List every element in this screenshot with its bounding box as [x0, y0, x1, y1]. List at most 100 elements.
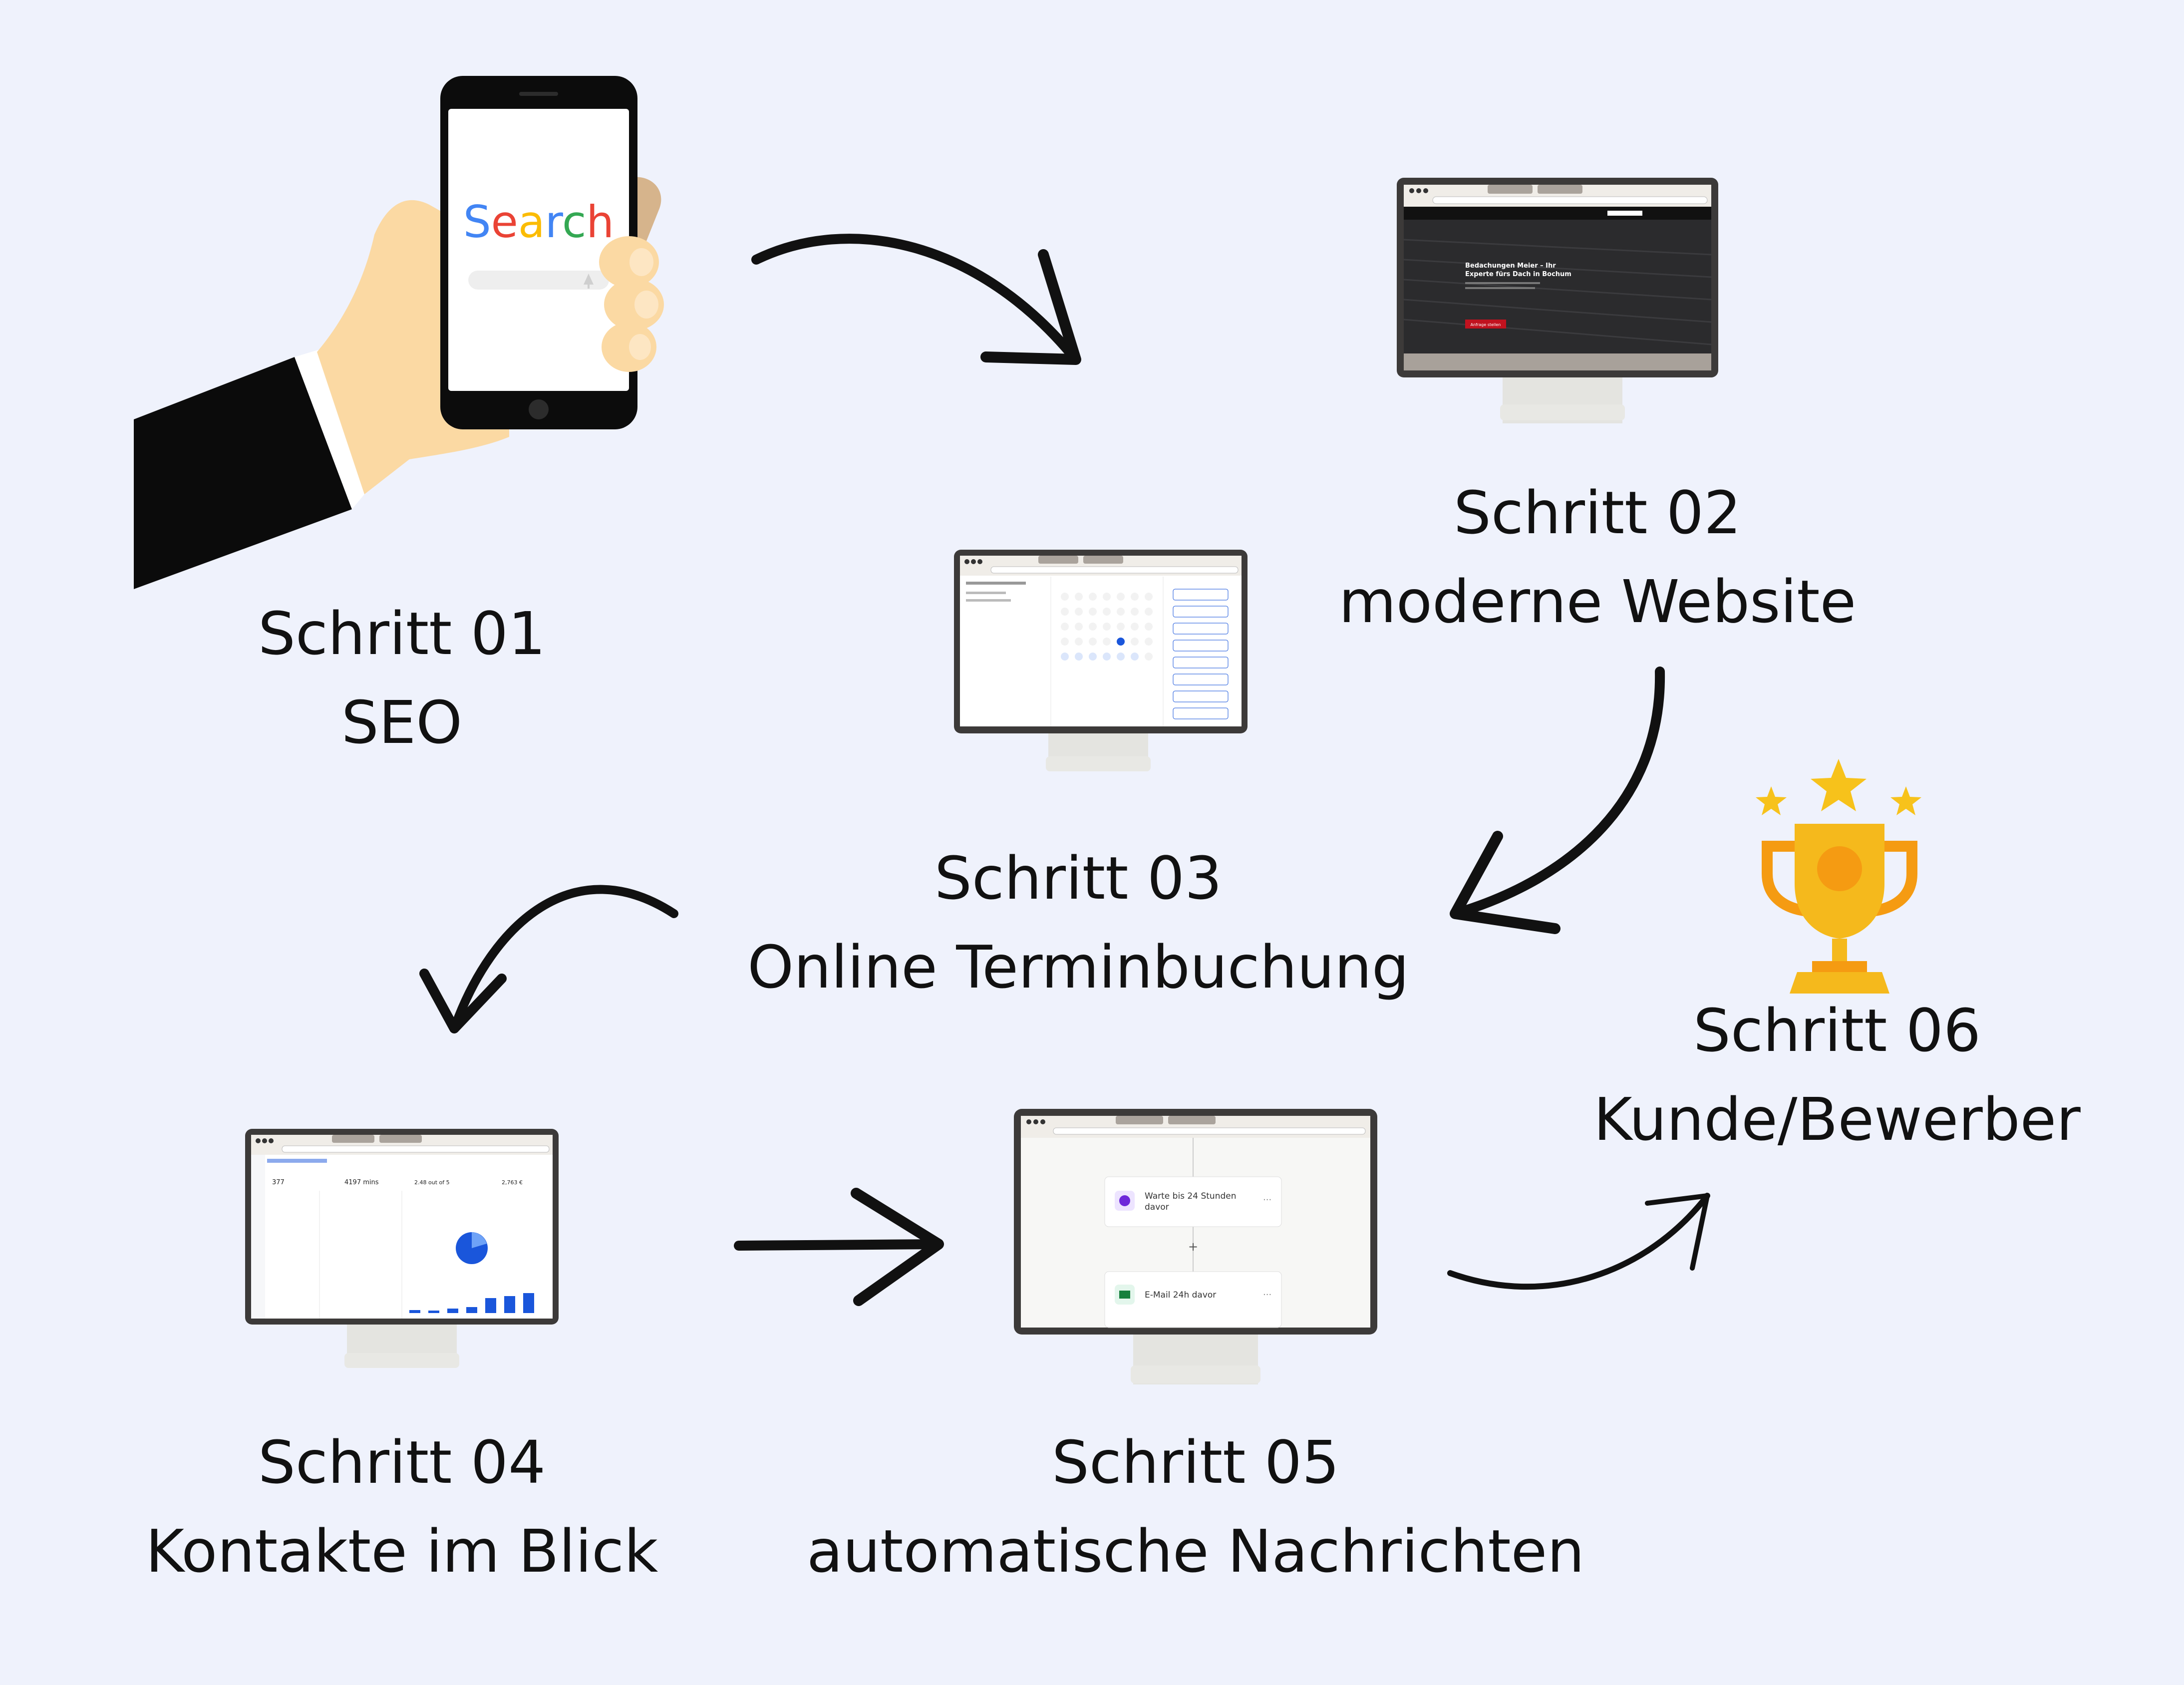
- calendar-day[interactable]: [1117, 593, 1125, 601]
- svg-text:E-Mail 24h davor: E-Mail 24h davor: [1145, 1290, 1216, 1300]
- calendar-day[interactable]: [1117, 638, 1125, 646]
- step-01-title: Schritt 01: [258, 599, 546, 668]
- calendar-day[interactable]: [1089, 608, 1097, 616]
- site-header: [1404, 207, 1711, 220]
- calendar-day[interactable]: [1103, 608, 1111, 616]
- step-04-subtitle: Kontakte im Blick: [145, 1517, 658, 1586]
- calendar-day[interactable]: [1089, 593, 1097, 601]
- svg-text:2.48 out of 5: 2.48 out of 5: [414, 1179, 450, 1186]
- dashboard-bar: [485, 1298, 496, 1313]
- trophy-base: [1790, 972, 1889, 994]
- step-06-subtitle: Kunde/Bewerber: [1593, 1085, 2081, 1154]
- calendar-day[interactable]: [1131, 653, 1139, 661]
- calendar-day[interactable]: [1089, 623, 1097, 631]
- calendar-day[interactable]: [1131, 608, 1139, 616]
- svg-text:Warte bis 24 Stunden: Warte bis 24 Stunden: [1145, 1191, 1237, 1201]
- svg-text:4197 mins: 4197 mins: [344, 1179, 379, 1186]
- svg-text:377: 377: [272, 1179, 285, 1186]
- hero-heading-2: Experte fürs Dach in Bochum: [1465, 271, 1571, 278]
- calendar-day[interactable]: [1089, 638, 1097, 646]
- calendar-day[interactable]: [1061, 623, 1069, 631]
- dashboard-bar: [409, 1310, 420, 1313]
- calendar-day[interactable]: [1061, 593, 1069, 601]
- arrow-head-05-to-06: [1645, 1193, 1710, 1271]
- calendar-day[interactable]: [1145, 638, 1153, 646]
- add-step-plus[interactable]: +: [1188, 1240, 1198, 1254]
- time-slot-button[interactable]: [1173, 640, 1229, 652]
- arrow-03-to-04: [450, 885, 678, 1033]
- cursor-icon: [584, 274, 594, 289]
- calendar-day[interactable]: [1117, 623, 1125, 631]
- calendar-day[interactable]: [1061, 638, 1069, 646]
- step-01-subtitle: SEO: [341, 688, 463, 757]
- step-06-label: Schritt 06 Kunde/Bewerber: [1562, 986, 2112, 1164]
- svg-text:Anfrage stellen: Anfrage stellen: [1471, 323, 1501, 327]
- search-bar[interactable]: [468, 271, 609, 290]
- hero-cta-button[interactable]: [1465, 320, 1506, 329]
- time-slot-button[interactable]: [1173, 690, 1229, 702]
- calendar-day[interactable]: [1145, 593, 1153, 601]
- calendar-day[interactable]: [1145, 653, 1153, 661]
- step-04-label: Schritt 04 Kontakte im Blick: [100, 1418, 704, 1596]
- step-02-title: Schritt 02: [1453, 478, 1742, 547]
- step-05-subtitle: automatische Nachrichten: [807, 1517, 1584, 1586]
- calendar-day[interactable]: [1075, 638, 1083, 646]
- hand-phone-illustration: Search: [134, 76, 664, 589]
- time-slot-button[interactable]: [1173, 674, 1229, 685]
- arrow-04-to-05: [734, 1239, 943, 1251]
- star-icon-right: [1890, 786, 1921, 815]
- calendar-day[interactable]: [1103, 638, 1111, 646]
- step-05-label: Schritt 05 automatische Nachrichten: [749, 1418, 1642, 1596]
- hero-heading-1: Bedachungen Meier – Ihr: [1465, 262, 1556, 270]
- step-03-label: Schritt 03 Online Terminbuchung: [669, 834, 1488, 1011]
- calendar-day[interactable]: [1075, 593, 1083, 601]
- dashboard-bar: [504, 1296, 515, 1313]
- browser-tab-2: [1538, 185, 1582, 194]
- calendar-day[interactable]: [1061, 608, 1069, 616]
- calendar-day[interactable]: [1103, 593, 1111, 601]
- time-slot-button[interactable]: [1173, 606, 1229, 618]
- time-slot-button[interactable]: [1173, 707, 1229, 719]
- phone-speaker: [519, 92, 558, 96]
- star-icon-center: [1811, 759, 1867, 811]
- time-slot-list[interactable]: [1173, 589, 1229, 719]
- website-monitor: Bedachungen Meier – Ihr Experte fürs Dac…: [1397, 178, 1718, 423]
- browser-tab-1: [1488, 185, 1533, 194]
- calendar-day[interactable]: [1117, 608, 1125, 616]
- workflow-monitor: Warte bis 24 Stunden davor ··· + E-Mail …: [1014, 1109, 1377, 1384]
- dashboard-bar: [447, 1309, 458, 1313]
- workflow-node-email[interactable]: [1104, 1271, 1282, 1328]
- calendar-day[interactable]: [1131, 638, 1139, 646]
- monitor-base: [1500, 404, 1625, 420]
- arrow-head-03-to-04: [419, 969, 507, 1033]
- calendar-day[interactable]: [1117, 653, 1125, 661]
- calendar-day[interactable]: [1089, 653, 1097, 661]
- calendar-day[interactable]: [1075, 608, 1083, 616]
- calendar-day[interactable]: [1131, 593, 1139, 601]
- arrow-02-to-03: [1450, 667, 1665, 919]
- time-slot-button[interactable]: [1173, 623, 1229, 635]
- calendar-day[interactable]: [1075, 653, 1083, 661]
- cuff-shape: [295, 349, 364, 509]
- step-06-title: Schritt 06: [1693, 996, 1981, 1065]
- calendar-day[interactable]: [1075, 623, 1083, 631]
- svg-text:···: ···: [1263, 1290, 1271, 1300]
- step-02-subtitle: moderne Website: [1338, 567, 1857, 636]
- step-01-label: Schritt 01 SEO: [200, 589, 604, 767]
- calendar-day[interactable]: [1061, 653, 1069, 661]
- phone-home-button: [529, 399, 549, 419]
- step-03-title: Schritt 03: [934, 844, 1223, 913]
- calendar-day[interactable]: [1131, 623, 1139, 631]
- time-slot-button[interactable]: [1173, 657, 1229, 669]
- search-logo: Search: [463, 196, 614, 248]
- workflow-node-wait[interactable]: [1104, 1176, 1282, 1227]
- calendar-day[interactable]: [1103, 623, 1111, 631]
- calendar-day[interactable]: [1145, 623, 1153, 631]
- trophy-medal: [1817, 846, 1862, 891]
- calendar-day[interactable]: [1103, 653, 1111, 661]
- sleeve-shape: [134, 357, 352, 589]
- dashboard-bar: [523, 1293, 534, 1313]
- time-slot-button[interactable]: [1173, 589, 1229, 601]
- calendar-grid[interactable]: [1061, 593, 1153, 661]
- calendar-day[interactable]: [1145, 608, 1153, 616]
